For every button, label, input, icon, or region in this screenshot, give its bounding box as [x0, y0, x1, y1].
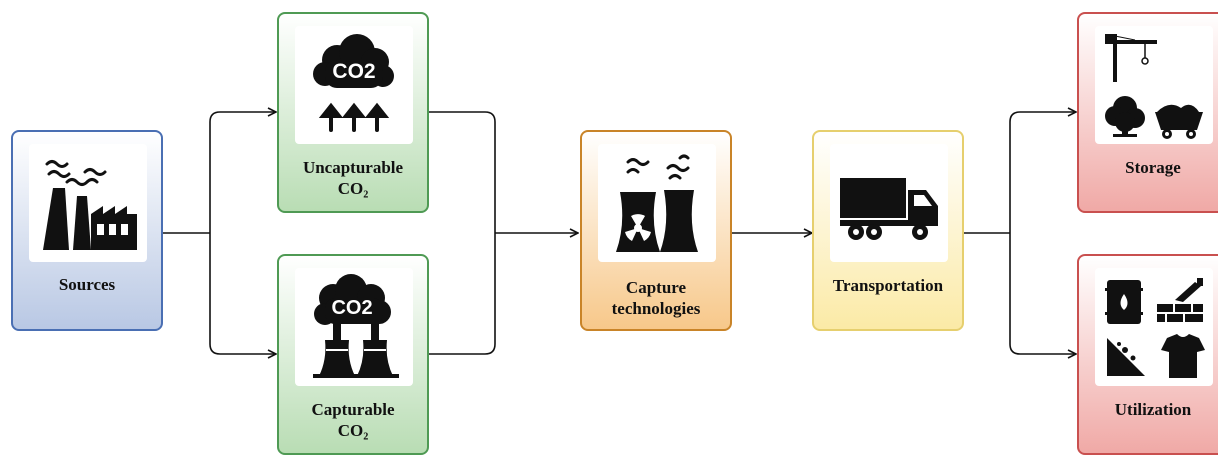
- cooling-tower-smoke-icon: CO2: [313, 274, 399, 378]
- node-uncapturable-co2: CO2 Uncapturable CO₂: [277, 12, 429, 213]
- connector-capturable-out: [428, 233, 496, 355]
- capturable-icon-box: CO2: [295, 268, 413, 386]
- uncapturable-icon-text: CO2: [332, 60, 375, 83]
- arrow-to-capturable: [209, 233, 276, 354]
- crane-tree-minecart-icon: [1105, 34, 1203, 139]
- node-utilization: Utilization: [1077, 254, 1218, 455]
- utilization-label: Utilization: [1114, 400, 1192, 419]
- uncapturable-icon-box: CO2: [295, 26, 413, 144]
- uncapturable-label-line2: CO₂: [337, 179, 369, 198]
- node-storage: Storage: [1077, 12, 1218, 213]
- node-capturable-co2: CO2 Capturable CO₂: [277, 254, 429, 455]
- capture-icon-box: [598, 144, 716, 262]
- capturable-label-line1: Capturable: [311, 400, 395, 419]
- arrow-to-storage: [1009, 112, 1076, 233]
- co2-cloud-emission-icon: CO2: [313, 34, 394, 132]
- arrow-to-utilization: [1009, 233, 1076, 354]
- nuclear-plant-icon: [616, 154, 698, 252]
- truck-icon: [840, 178, 938, 240]
- sources-icon-box: [29, 144, 147, 262]
- transportation-icon-box: [830, 144, 948, 262]
- uncapturable-label-line1: Uncapturable: [302, 158, 404, 177]
- capture-label-line2: technologies: [611, 299, 701, 318]
- capturable-label-line2: CO₂: [337, 421, 369, 440]
- transportation-label: Transportation: [832, 276, 944, 295]
- connector-uncapturable-out: [428, 111, 496, 233]
- utilization-icon-box: [1095, 268, 1213, 386]
- capture-label: Capture technologies: [582, 277, 730, 319]
- storage-label: Storage: [1125, 158, 1181, 177]
- storage-icon-box: [1095, 26, 1213, 144]
- node-capture-technologies: Capture technologies: [580, 130, 732, 331]
- capture-label-line1: Capture: [625, 278, 687, 297]
- node-transportation: Transportation: [812, 130, 964, 331]
- node-sources: Sources: [11, 130, 163, 331]
- factory-icon: [43, 160, 137, 250]
- arrow-to-uncapturable: [209, 112, 276, 233]
- oil-bricks-rocks-shirt-icon: [1105, 278, 1205, 378]
- uncapturable-label: Uncapturable CO₂: [279, 157, 427, 199]
- sources-label: Sources: [58, 275, 116, 294]
- capturable-label: Capturable CO₂: [279, 399, 427, 441]
- capturable-icon-text: CO2: [331, 297, 372, 319]
